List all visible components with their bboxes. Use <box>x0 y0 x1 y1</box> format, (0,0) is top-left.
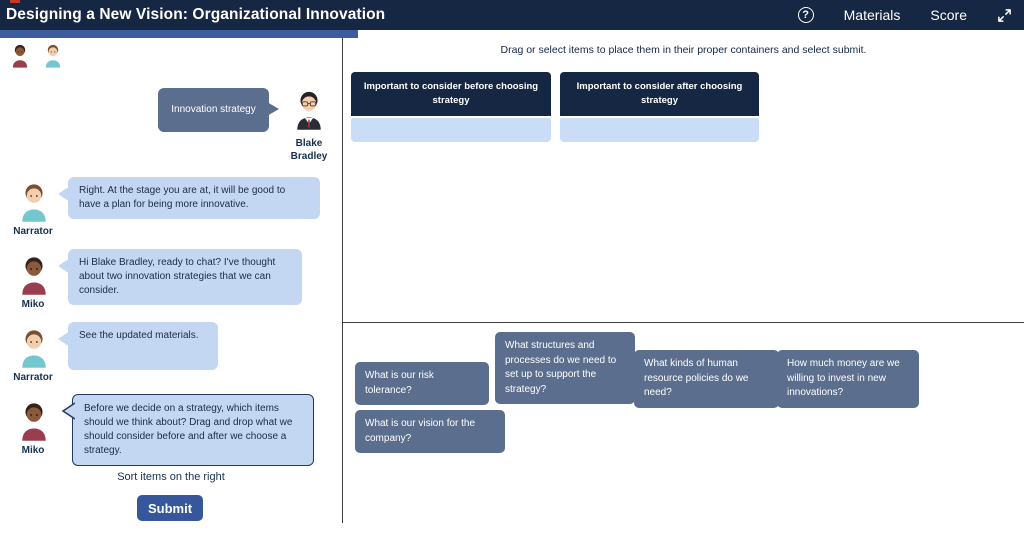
blake-bradley-avatar-icon <box>291 88 327 130</box>
chat-message-text: See the updated materials. <box>79 330 199 341</box>
drop-zone-before[interactable] <box>351 118 551 142</box>
sort-hint-text: Sort items on the right <box>117 471 225 483</box>
page-title: Designing a New Vision: Organizational I… <box>6 6 386 23</box>
character-name: Blake Bradley <box>290 138 328 162</box>
character-name: Narrator <box>13 372 53 383</box>
chat-bubble-miko-active: Before we decide on a strategy, which it… <box>62 394 314 466</box>
chat-bubble-narrator: See the updated materials. <box>58 322 218 370</box>
top-bar: Designing a New Vision: Organizational I… <box>0 0 1024 30</box>
top-accent-mark <box>10 0 20 3</box>
character-name: Miko <box>21 445 45 456</box>
narrator-avatar-icon <box>16 326 52 368</box>
bubble-tail-left <box>62 402 75 420</box>
chat-message-text: Innovation strategy <box>171 104 256 115</box>
activity-instruction: Drag or select items to place them in th… <box>500 44 867 56</box>
chat-bubble-miko: Hi Blake Bradley, ready to chat? I've th… <box>58 249 302 305</box>
submit-button[interactable]: Submit <box>137 495 203 521</box>
drag-item-structures-processes[interactable]: What structures and processes do we need… <box>495 332 635 404</box>
drag-item-hr-policies[interactable]: What kinds of human resource policies do… <box>634 350 779 408</box>
score-button[interactable]: Score <box>930 7 967 23</box>
character-name: Miko <box>21 299 45 310</box>
progress-bar-fill <box>0 30 359 38</box>
drag-item-investment-money[interactable]: How much money are we willing to invest … <box>777 350 919 408</box>
materials-button[interactable]: Materials <box>843 7 901 23</box>
narrator-avatar-mini-icon <box>42 42 64 68</box>
miko-avatar-icon <box>16 253 52 295</box>
chat-message-text: Before we decide on a strategy, which it… <box>84 403 293 456</box>
bubble-tail-left <box>58 331 70 347</box>
narrator-avatar-icon <box>16 180 52 222</box>
drop-zone-after[interactable] <box>560 118 759 142</box>
miko-avatar-icon <box>16 399 52 441</box>
character-name: Narrator <box>13 226 53 237</box>
bubble-tail-right <box>267 102 279 116</box>
chat-bubble-blake: Innovation strategy <box>158 88 279 132</box>
drag-item-risk-tolerance[interactable]: What is our risk tolerance? <box>355 362 489 405</box>
sorting-panel: Drag or select items to place them in th… <box>343 38 1024 547</box>
container-before-strategy: Important to consider before choosing st… <box>351 72 551 142</box>
drag-item-company-vision[interactable]: What is our vision for the company? <box>355 410 505 453</box>
container-after-strategy: Important to consider after choosing str… <box>560 72 759 142</box>
miko-avatar-mini-icon <box>9 42 31 68</box>
bubble-tail-left <box>58 258 70 274</box>
chat-panel: Innovation strategy Blake Bradley <box>0 38 342 547</box>
chat-bubble-narrator: Right. At the stage you are at, it will … <box>58 177 320 219</box>
top-bar-actions: ? Materials Score <box>797 0 1012 30</box>
vertical-divider <box>342 38 343 523</box>
chat-message-text: Hi Blake Bradley, ready to chat? I've th… <box>79 257 276 296</box>
progress-bar <box>0 30 1024 38</box>
help-icon[interactable]: ? <box>797 7 814 23</box>
container-header: Important to consider before choosing st… <box>351 72 551 116</box>
container-header: Important to consider after choosing str… <box>560 72 759 116</box>
fullscreen-expand-icon[interactable] <box>997 8 1012 23</box>
chat-message-text: Right. At the stage you are at, it will … <box>79 185 286 210</box>
bubble-tail-left <box>58 186 70 202</box>
horizontal-divider <box>343 322 1024 323</box>
